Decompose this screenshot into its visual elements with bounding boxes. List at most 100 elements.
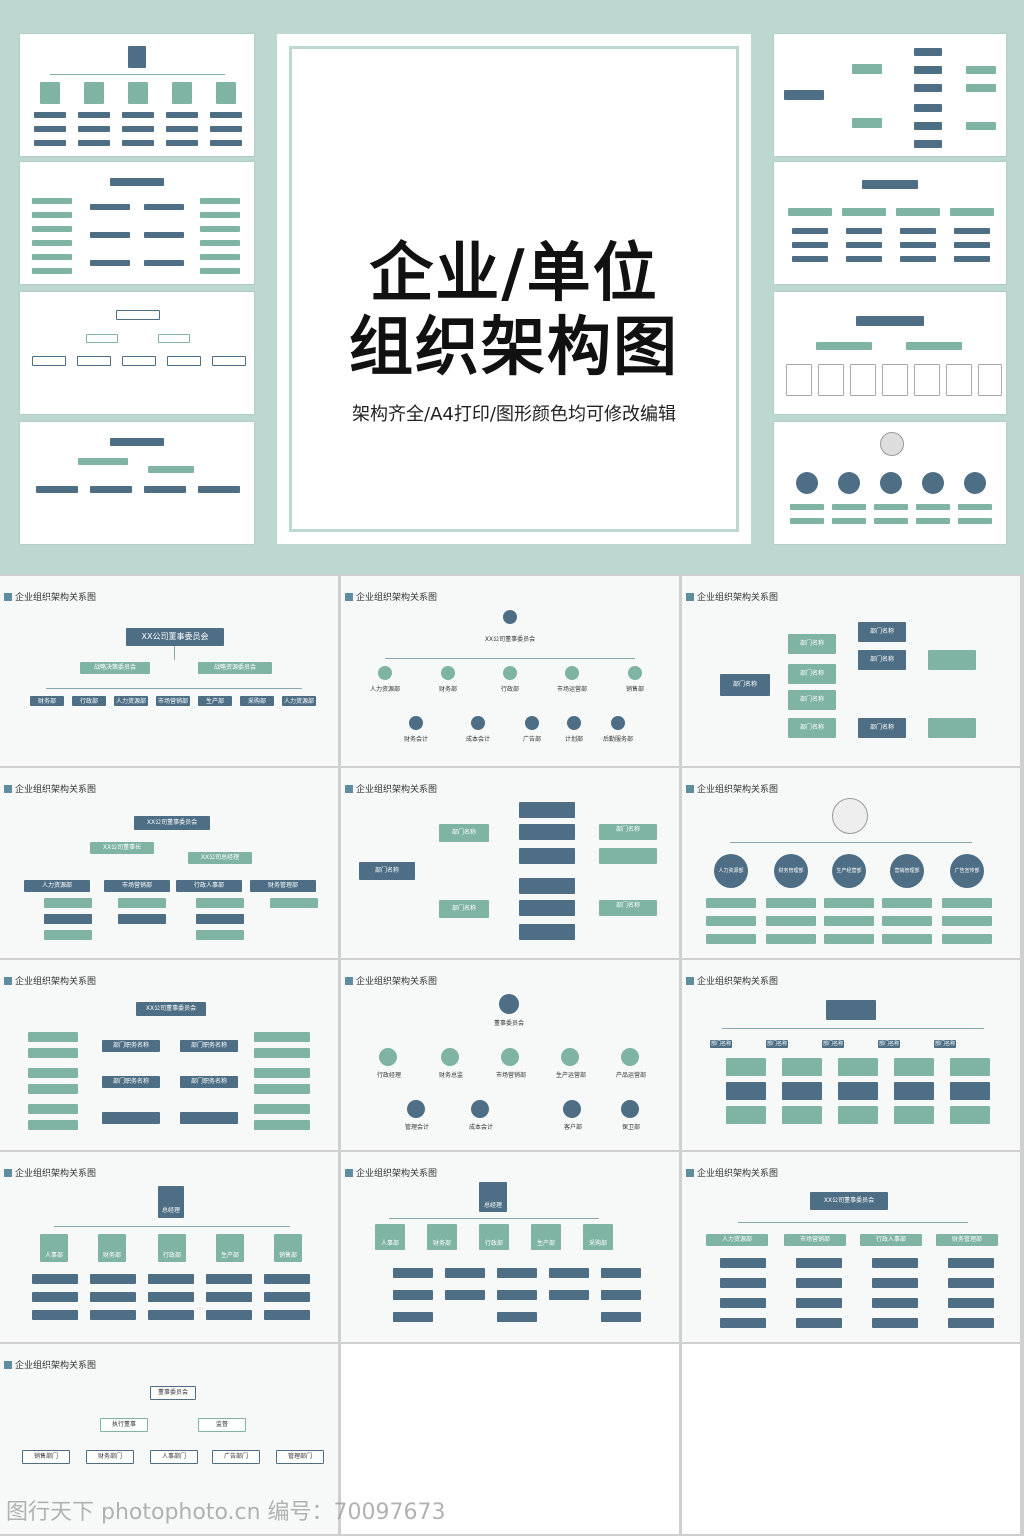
node: 采购部 [583,1224,613,1250]
node: 生产部 [216,1234,244,1262]
node: 部门名称 [439,900,489,918]
slide-title: XX公司董事委员会 [136,1002,206,1016]
node: 行政部 [500,686,519,693]
node: 生产运营部 [555,1072,586,1079]
node: 财务部 [427,1224,457,1250]
node: 采购部 [240,696,274,706]
node: 部门名称 [788,718,836,738]
slide-header: 企业组织架构关系图 [4,1358,96,1371]
node: 人事部 [40,1234,68,1262]
node: 部门名称 [858,622,906,642]
node: 财务管理部 [936,1234,998,1246]
node: 后勤服务部 [602,736,633,743]
slide-6: 企业组织架构关系图 人力资源部 财务管理部 生产经营部 营销管理部 广告宣传部 [682,768,1020,958]
node: 行政经理 [376,1072,401,1079]
node: 部门名称 [878,1040,900,1048]
node: 部门名称 [359,862,415,880]
slide-empty-1 [341,1344,679,1534]
node: 营销管理部 [894,868,920,874]
thumb-2 [20,162,254,284]
node: 部门名称 [858,650,906,670]
thumb-7 [774,292,1006,414]
slide-title: XX公司董事委员会 [126,628,224,646]
node: 生产经营部 [836,868,862,874]
node: 市场营销部 [156,696,190,706]
node: 部门名称 [788,690,836,710]
node: 财务管理部 [250,880,316,892]
node: 人事部门 [150,1450,198,1464]
thumb-5 [774,34,1006,156]
node: 部门名称 [439,824,489,842]
node: 部门名称 [710,1040,732,1048]
watermark: 图行天下 photophoto.cn 编号：70097673 [6,1500,446,1525]
node: 人力资源部 [706,1234,768,1246]
node: 部门名称 [599,900,657,916]
slide-1: 企业组织架构关系图 XX公司董事委员会 战略决策委员会 战略资源委员会 财务部 … [0,576,338,766]
node: 部门名称 [788,664,836,684]
node: 行政人事部 [860,1234,922,1246]
node: 产品运营部 [615,1072,646,1079]
node: 部门职务名称 [180,1040,238,1052]
node: 市场运营部 [556,686,587,693]
slide-header: 企业组织架构关系图 [345,782,437,795]
slide-8: 企业组织架构关系图 董事委员会 行政经理 财务总监 市场营销部 生产运营部 产品… [341,960,679,1150]
node: 战略决策委员会 [80,662,150,674]
slide-title: 董事委员会 [150,1386,196,1400]
slide-header: 企业组织架构关系图 [4,1166,96,1179]
node: 计划部 [564,736,583,743]
slide-2: 企业组织架构关系图 XX公司董事委员会 人力资源部 财务部 行政部 市场运营部 … [341,576,679,766]
thumb-4 [20,422,254,544]
slide-header: 企业组织架构关系图 [345,590,437,603]
node: 财务部门 [86,1450,134,1464]
node: 部门名称 [788,634,836,654]
avatar [832,798,868,834]
node: 部门名称 [766,1040,788,1048]
node: 保卫部 [621,1124,640,1131]
slide-header: 企业组织架构关系图 [4,590,96,603]
slide-header: 企业组织架构关系图 [686,974,778,987]
thumb-3 [20,292,254,414]
node: 市场营销部 [784,1234,846,1246]
slide-header: 企业组织架构关系图 [686,782,778,795]
slide-5: 企业组织架构关系图 部门名称 部门名称 部门名称 部门名称 部门名称 [341,768,679,958]
cover-subtitle: 架构齐全/A4打印/图形颜色均可修改编辑 [352,404,676,425]
slide-title: 总经理 [158,1186,184,1218]
node: 部门职务名称 [102,1076,160,1088]
slide-header: 企业组织架构关系图 [4,782,96,795]
node: 生产部 [198,696,232,706]
node: 客户部 [563,1124,582,1131]
cover-card: 企业/单位 组织架构图 架构齐全/A4打印/图形颜色均可修改编辑 [277,34,751,544]
node: 财务部 [438,686,457,693]
node: 财务会计 [403,736,428,743]
node: 部门名称 [599,824,657,840]
slide-title: XX公司董事委员会 [484,636,536,643]
node: 人力资源部 [282,696,316,706]
node: XX公司总经理 [188,852,252,864]
node: 成本会计 [465,736,490,743]
node: 财务部 [30,696,64,706]
slide-header: 企业组织架构关系图 [686,590,778,603]
node: XX公司董事长 [90,842,154,854]
node: 部门职务名称 [102,1040,160,1052]
slide-13: 企业组织架构关系图 董事委员会 执行董事 监督 销售部门 财务部门 人事部门 广… [0,1344,338,1534]
slide-title: 总经理 [479,1182,507,1212]
node: 财务管理部 [778,868,804,874]
node: 人力资源部 [718,868,744,874]
node: 人力资源部 [24,880,90,892]
thumb-1 [20,34,254,156]
node: 管理会计 [404,1124,429,1131]
node: 销售部 [625,686,644,693]
node: 部门名称 [934,1040,956,1048]
node: 广告部 [522,736,541,743]
slide-header: 企业组织架构关系图 [4,974,96,987]
slide-12: 企业组织架构关系图 XX公司董事委员会 人力资源部 市场营销部 行政人事部 财务… [682,1152,1020,1342]
slide-title: XX公司董事委员会 [134,816,210,830]
node: 行政部 [72,696,106,706]
node: 行政人事部 [176,880,242,892]
node: 行政部 [479,1224,509,1250]
node: 人事部 [375,1224,405,1250]
node: 管理部门 [276,1450,324,1464]
slide-header: 企业组织架构关系图 [686,1166,778,1179]
slide-3: 企业组织架构关系图 部门名称 部门名称 部门名称 部门名称 部门名称 部门名称 … [682,576,1020,766]
slide-7: 企业组织架构关系图 XX公司董事委员会 部门职务名称 部门职务名称 部门职务名称… [0,960,338,1150]
